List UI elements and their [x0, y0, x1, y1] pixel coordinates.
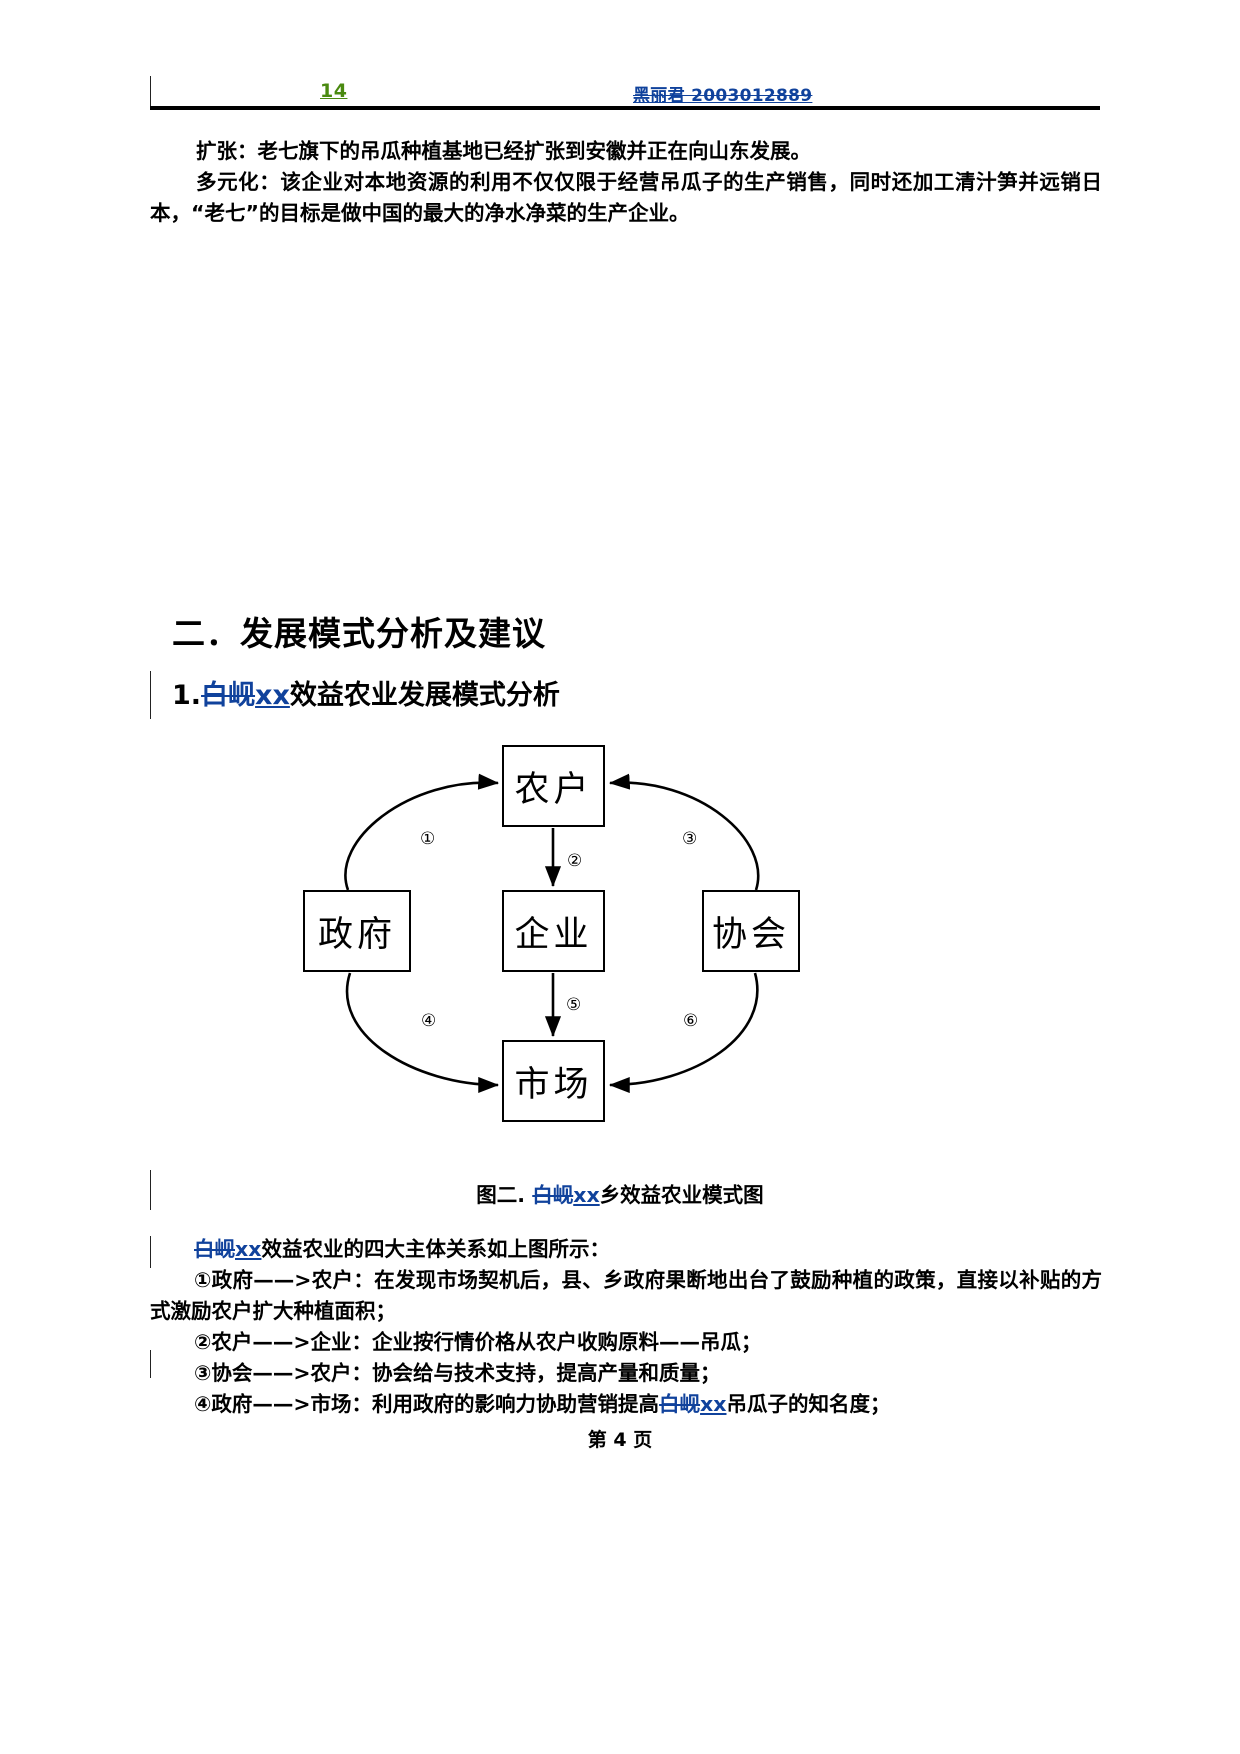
edge-label-3: ③: [682, 829, 698, 849]
revision-change-bar: [150, 76, 151, 106]
item4-post-text: 吊瓜子的知名度；: [726, 1392, 891, 1416]
subsection-rest-text: 效益农业发展模式分析: [289, 680, 560, 711]
intro-paragraphs: 扩张：老七旗下的吊瓜种植基地已经扩张到安徽并正在向山东发展。 多元化：该企业对本…: [150, 136, 1102, 229]
header-rule: [150, 106, 1100, 110]
edge-label-4: ④: [421, 1011, 437, 1031]
subsection-heading-block: 1.白岘xx效益农业发展模式分析: [150, 671, 850, 723]
figure-caption-prefix: 图二.: [476, 1183, 533, 1207]
revision-change-bar: [150, 671, 151, 719]
figure-caption-suffix: 乡效益农业模式图: [599, 1183, 764, 1207]
explanation-lead: 白岘xx效益农业的四大主体关系如上图所示：: [150, 1234, 1102, 1265]
edge-label-1: ①: [420, 829, 436, 849]
lead-rest-text: 效益农业的四大主体关系如上图所示：: [261, 1237, 610, 1261]
explanation-lines: 白岘xx效益农业的四大主体关系如上图所示： ①政府——>农户：在发现市场契机后，…: [150, 1234, 1102, 1420]
explanation-item-4: ④政府——>市场：利用政府的影响力协助营销提高白岘xx吊瓜子的知名度；: [150, 1389, 1102, 1420]
explanation-item-1: ①政府——>农户：在发现市场契机后，县、乡政府果断地出台了鼓励种植的政策，直接以…: [150, 1268, 1102, 1323]
page-header: 14 黑丽君 2003012889: [150, 72, 1100, 112]
diagram-node-market: 市场: [502, 1040, 605, 1122]
section-heading: 二．发展模式分析及建议: [172, 614, 546, 653]
subsection-heading: 1.白岘xx效益农业发展模式分析: [172, 673, 560, 712]
edge-label-2: ②: [567, 851, 583, 871]
diagram-node-enterprise: 企业: [502, 890, 605, 972]
item4-pre-text: ④政府——>市场：利用政府的影响力协助营销提高: [194, 1392, 660, 1416]
paragraph-expansion: 扩张：老七旗下的吊瓜种植基地已经扩张到安徽并正在向山东发展。: [196, 139, 811, 163]
edge-government-to-market: [345, 972, 500, 1094]
revision-change-bar: [150, 1350, 151, 1378]
diagram-node-government: 政府: [303, 890, 411, 972]
edge-government-to-farmer: [344, 773, 500, 891]
header-author-revision: 黑丽君 2003012889: [633, 86, 813, 106]
figure-caption-deleted-text: 白岘: [532, 1183, 574, 1207]
subsection-number: 1.: [172, 680, 202, 711]
edge-association-to-market: [608, 972, 759, 1094]
subsection-deleted-text: 白岘: [201, 680, 256, 711]
edge-label-6: ⑥: [683, 1011, 699, 1031]
item4-deleted-text: 白岘: [659, 1392, 701, 1416]
figure-caption: 图二. 白岘xx乡效益农业模式图: [0, 1178, 1240, 1208]
diagram-node-association: 协会: [702, 890, 800, 972]
edge-association-to-farmer: [608, 773, 760, 891]
efficiency-agriculture-model-diagram: 农户 政府 企业 协会 市场 ① ② ③ ④ ⑤ ⑥: [270, 735, 830, 1135]
paragraph-diversification: 多元化：该企业对本地资源的利用不仅仅限于经营吊瓜子的生产销售，同时还加工清汁笋并…: [150, 170, 1102, 225]
explanation-item-2: ②农户——>企业：企业按行情价格从农户收购原料——吊瓜；: [194, 1330, 762, 1354]
explanation-item-3: ③协会——>农户：协会给与技术支持，提高产量和质量；: [194, 1361, 721, 1385]
lead-deleted-text: 白岘: [194, 1237, 235, 1261]
edge-label-5: ⑤: [566, 995, 582, 1015]
subsection-inserted-text: xx: [255, 680, 290, 711]
revision-change-bar: [150, 1236, 151, 1268]
item4-inserted-text: xx: [700, 1392, 727, 1416]
revision-change-bar: [150, 1170, 151, 1210]
diagram-connectors: [344, 773, 760, 1094]
diagram-node-farmer: 农户: [502, 745, 605, 827]
header-page-number: 14: [320, 80, 348, 102]
page-footer: 第 4 页: [587, 1429, 653, 1451]
lead-inserted-text: xx: [235, 1237, 262, 1261]
figure-caption-inserted-text: xx: [573, 1183, 600, 1207]
